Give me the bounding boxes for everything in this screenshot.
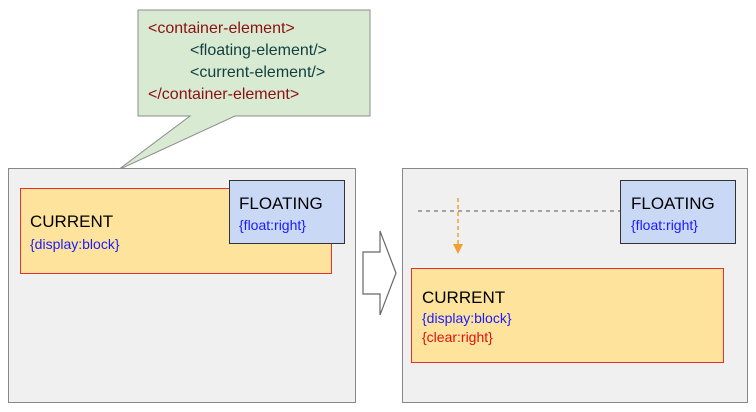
code-floating-element: <floating-element/> (190, 42, 327, 59)
current-css-before: {display:block} (30, 236, 120, 252)
floating-box-after (620, 180, 736, 244)
clear-down-arrow-icon (453, 198, 463, 254)
code-current-element: <current-element/> (190, 64, 326, 81)
floating-css-before: {float:right} (239, 217, 306, 233)
current-css-display-after: {display:block} (422, 310, 512, 326)
code-container-open: <container-element> (148, 20, 295, 37)
current-label-before: CURRENT (30, 212, 114, 231)
current-box-after (411, 268, 724, 363)
callout-shape (117, 9, 371, 171)
code-container-close: </container-element> (148, 86, 300, 103)
clear-guide (418, 198, 620, 254)
floating-css-after: {float:right} (631, 217, 698, 233)
current-label-after: CURRENT (422, 288, 506, 307)
transition-arrow-icon (362, 230, 397, 316)
current-css-clear-after: {clear:right} (422, 329, 493, 345)
floating-label-before: FLOATING (239, 194, 323, 213)
floating-label-after: FLOATING (631, 194, 715, 213)
floating-box-before (229, 180, 345, 244)
